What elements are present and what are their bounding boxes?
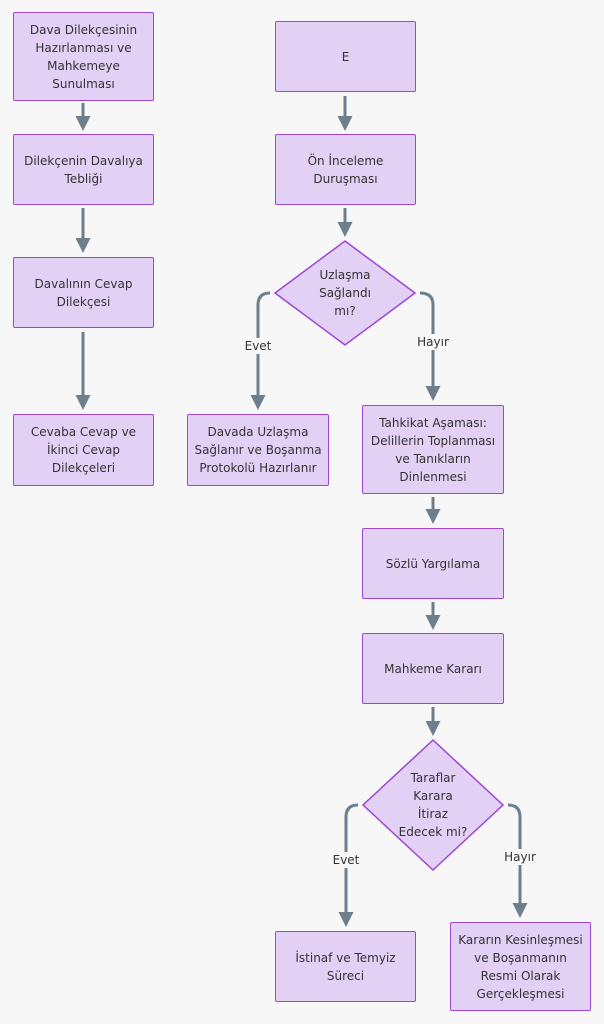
node-sozlu-yargilama: Sözlü Yargılama bbox=[362, 528, 504, 599]
edge-itiraz-hayir bbox=[507, 803, 528, 918]
edges bbox=[75, 96, 528, 927]
edge-label-itiraz-hayir: Hayır bbox=[502, 849, 538, 865]
uzlasma-decision-diamond bbox=[273, 240, 417, 346]
node-e: E bbox=[275, 21, 416, 92]
node-uzlasma-protokol: Davada Uzlaşma Sağlanır ve Boşanma Proto… bbox=[187, 414, 329, 486]
node-istinaf-temyiz: İstinaf ve Temyiz Süreci bbox=[275, 931, 416, 1002]
uzlasma-question-label: Uzlaşma Sağlandı mı? bbox=[319, 268, 371, 318]
node-cevaba-cevap: Cevaba Cevap ve İkinci Cevap Dilekçeleri bbox=[13, 414, 154, 486]
node-teblig: Dilekçenin Davalıya Tebliği bbox=[13, 134, 154, 205]
itiraz-decision-diamond bbox=[361, 738, 505, 872]
node-mahkeme-karari: Mahkeme Kararı bbox=[362, 633, 504, 704]
edge-uzlasma-evet bbox=[250, 291, 271, 410]
edge-itiraz-evet bbox=[338, 803, 359, 927]
edge-label-uzlasma-evet: Evet bbox=[242, 338, 274, 354]
edge-label-uzlasma-hayir: Hayır bbox=[415, 334, 451, 350]
itiraz-question-label: Taraflar Karara İtiraz Edecek mi? bbox=[398, 771, 468, 839]
node-dava-dilekcesi: Dava Dilekçesinin Hazırlanması ve Mahkem… bbox=[13, 12, 154, 101]
node-kararin-kesinlesmesi: Kararın Kesinleşmesi ve Boşanmanın Resmi… bbox=[450, 922, 591, 1011]
node-tahkikat: Tahkikat Aşaması: Delillerin Toplanması … bbox=[362, 405, 504, 494]
node-cevap-dilekcesi: Davalının Cevap Dilekçesi bbox=[13, 257, 154, 328]
edge-uzlasma-hayir bbox=[419, 291, 441, 401]
edge-label-itiraz-evet: Evet bbox=[330, 852, 362, 868]
node-on-inceleme: Ön İnceleme Duruşması bbox=[275, 134, 416, 205]
